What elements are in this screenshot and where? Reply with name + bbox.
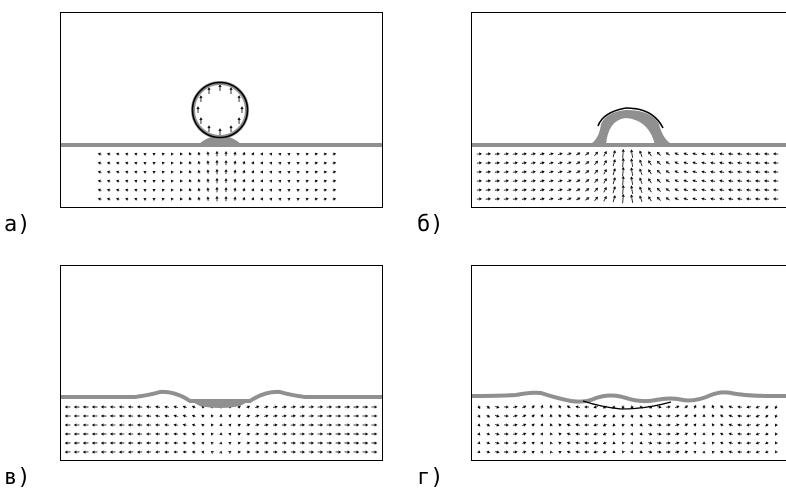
panel-label-b: б) bbox=[417, 214, 444, 236]
panel-label-a: а) bbox=[4, 214, 31, 236]
interface-line bbox=[61, 392, 382, 401]
plot-frame bbox=[61, 266, 383, 461]
velocity-field bbox=[65, 406, 376, 454]
plot-frame bbox=[472, 266, 786, 461]
velocity-field bbox=[477, 406, 777, 454]
panel-label-d: г) bbox=[417, 467, 444, 489]
panel-c-plot bbox=[60, 265, 384, 461]
panel-d-plot bbox=[471, 265, 786, 461]
plot-frame bbox=[472, 13, 786, 208]
velocity-field bbox=[477, 150, 778, 204]
plot-frame bbox=[61, 13, 383, 208]
panel-d bbox=[471, 265, 786, 461]
panel-b bbox=[471, 12, 786, 208]
panel-a-plot bbox=[60, 12, 384, 208]
panel-a bbox=[60, 12, 384, 208]
velocity-vector-head bbox=[211, 452, 213, 454]
panel-c bbox=[60, 265, 384, 461]
cap-film bbox=[589, 110, 673, 145]
interface-line bbox=[472, 392, 786, 401]
panel-label-c: в) bbox=[4, 467, 31, 489]
panel-b-plot bbox=[471, 12, 786, 208]
